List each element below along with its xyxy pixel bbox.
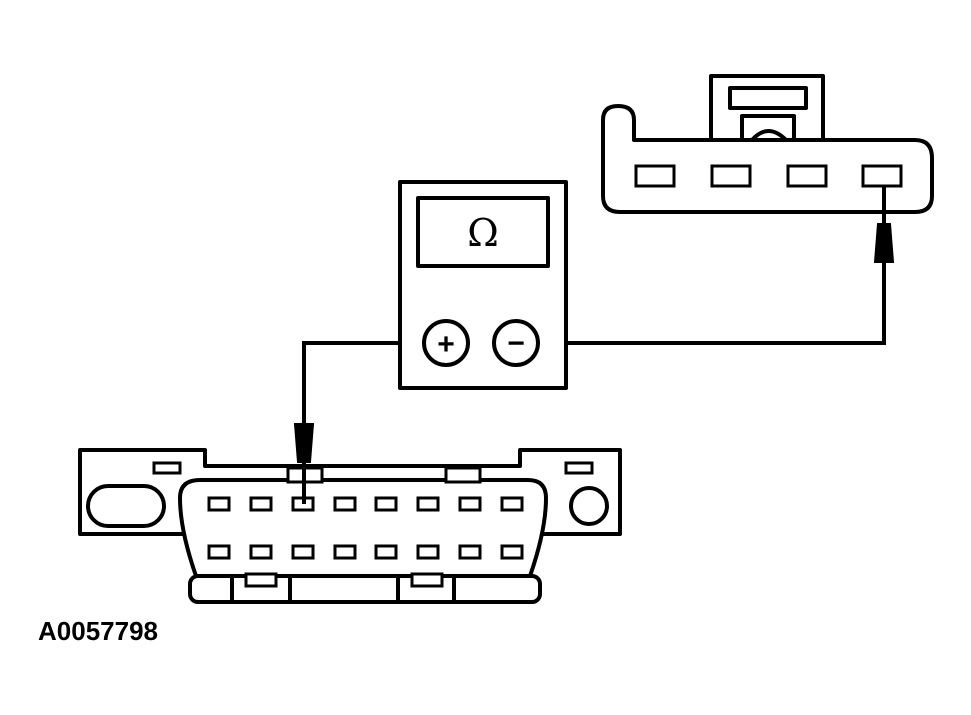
connector-cavity-3 [786, 164, 828, 188]
negative-lead-wire [540, 262, 886, 345]
dlc-pin-1 [207, 496, 231, 512]
connector-cavity-2 [710, 164, 752, 188]
meter-display [416, 196, 550, 268]
dlc-pin-2 [249, 496, 273, 512]
dlc-mounting-slot [86, 484, 166, 528]
dlc-pin-9 [207, 544, 231, 560]
ohmmeter: Ω + − [398, 180, 568, 390]
connector-cavity-1 [634, 164, 676, 188]
connector-body [601, 104, 934, 214]
dlc-bottom-skirt [188, 574, 542, 604]
dlc-pin-6 [416, 496, 440, 512]
dlc-top-key-right [444, 466, 482, 484]
dlc-pin-7 [458, 496, 482, 512]
positive-lead-wire [302, 341, 426, 430]
dlc-pin-11 [291, 544, 315, 560]
dlc-pin-16 [500, 544, 524, 560]
dlc-bottom-key-left [244, 572, 278, 588]
dlc-pin-14 [416, 544, 440, 560]
dlc-flange-notch-right [564, 461, 594, 475]
dlc-pin-4 [333, 496, 357, 512]
component-connector [601, 74, 934, 263]
negative-probe-body [873, 223, 895, 263]
data-link-connector [78, 423, 622, 604]
ohm-symbol: Ω [467, 211, 499, 255]
dlc-pin-13 [374, 544, 398, 560]
dlc-pin-5 [374, 496, 398, 512]
dlc-pin-row-bottom [207, 544, 524, 560]
positive-terminal-label: + [437, 328, 455, 361]
dlc-shell [178, 478, 548, 578]
dlc-bottom-key-right [410, 572, 444, 588]
connector-cavity-4 [861, 164, 903, 188]
negative-terminal [492, 319, 540, 367]
figure-id-label: A0057798 [38, 616, 158, 646]
connector-latch-arc [750, 129, 788, 142]
dlc-pin-15 [458, 544, 482, 560]
dlc-flange-notch-left [152, 461, 182, 475]
negative-terminal-label: − [507, 327, 525, 360]
positive-probe-body [293, 423, 315, 463]
dlc-pin-8 [500, 496, 524, 512]
dlc-pin-10 [249, 544, 273, 560]
positive-terminal [422, 319, 470, 367]
dlc-pin-row-top [207, 496, 524, 512]
connector-window [728, 86, 808, 110]
dlc-mounting-hole [569, 486, 609, 526]
test-leads [302, 262, 886, 430]
dlc-pin-12 [333, 544, 357, 560]
